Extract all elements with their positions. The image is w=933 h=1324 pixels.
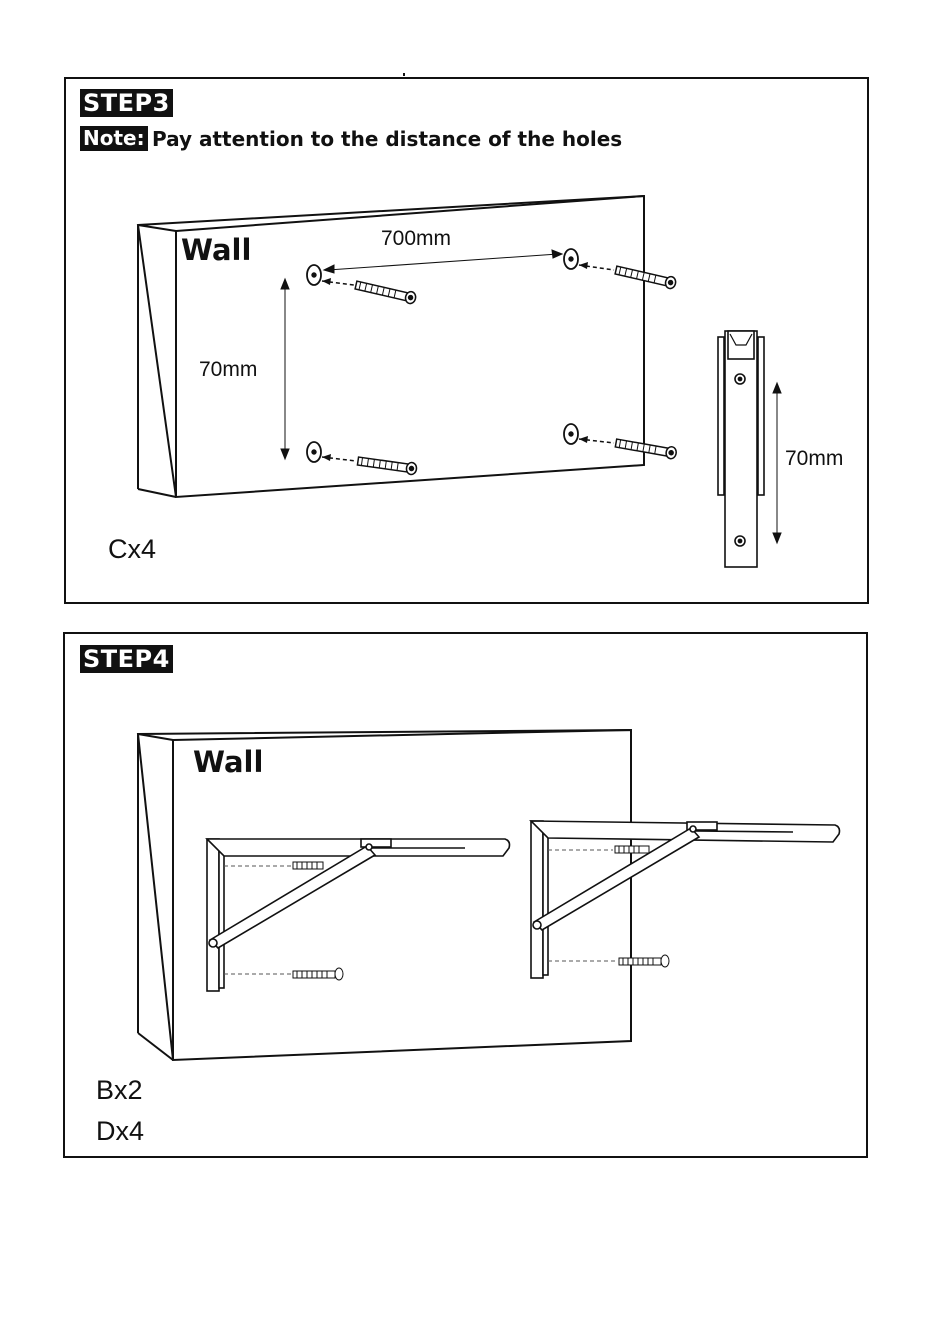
step3-illustration (66, 79, 871, 606)
step4-panel: STEP4 Wall Bx2 Dx4 (63, 632, 868, 1158)
screw (615, 846, 649, 853)
dimension-arrow-70-bracket (773, 383, 781, 543)
quantity-d-label: Dx4 (96, 1118, 144, 1145)
note-text: Pay attention to the distance of the hol… (152, 129, 622, 149)
step4-illustration (65, 634, 870, 1160)
distance-70mm-bracket-label: 70mm (785, 448, 843, 469)
distance-700mm-label: 700mm (381, 228, 451, 249)
screw (293, 862, 323, 869)
step3-badge: STEP3 (80, 89, 173, 117)
note-badge: Note: (80, 126, 148, 151)
step4-badge: STEP4 (80, 645, 173, 673)
quantity-b-label: Bx2 (96, 1077, 143, 1104)
wall-label: Wall (181, 236, 251, 265)
wall-label: Wall (193, 748, 263, 777)
top-tick-mark (403, 73, 405, 76)
step3-panel: STEP3 Note: Pay attention to the distanc… (64, 77, 869, 604)
distance-70mm-wall-label: 70mm (199, 359, 257, 380)
bracket-side-view (718, 331, 764, 567)
quantity-c-label: Cx4 (108, 536, 156, 563)
